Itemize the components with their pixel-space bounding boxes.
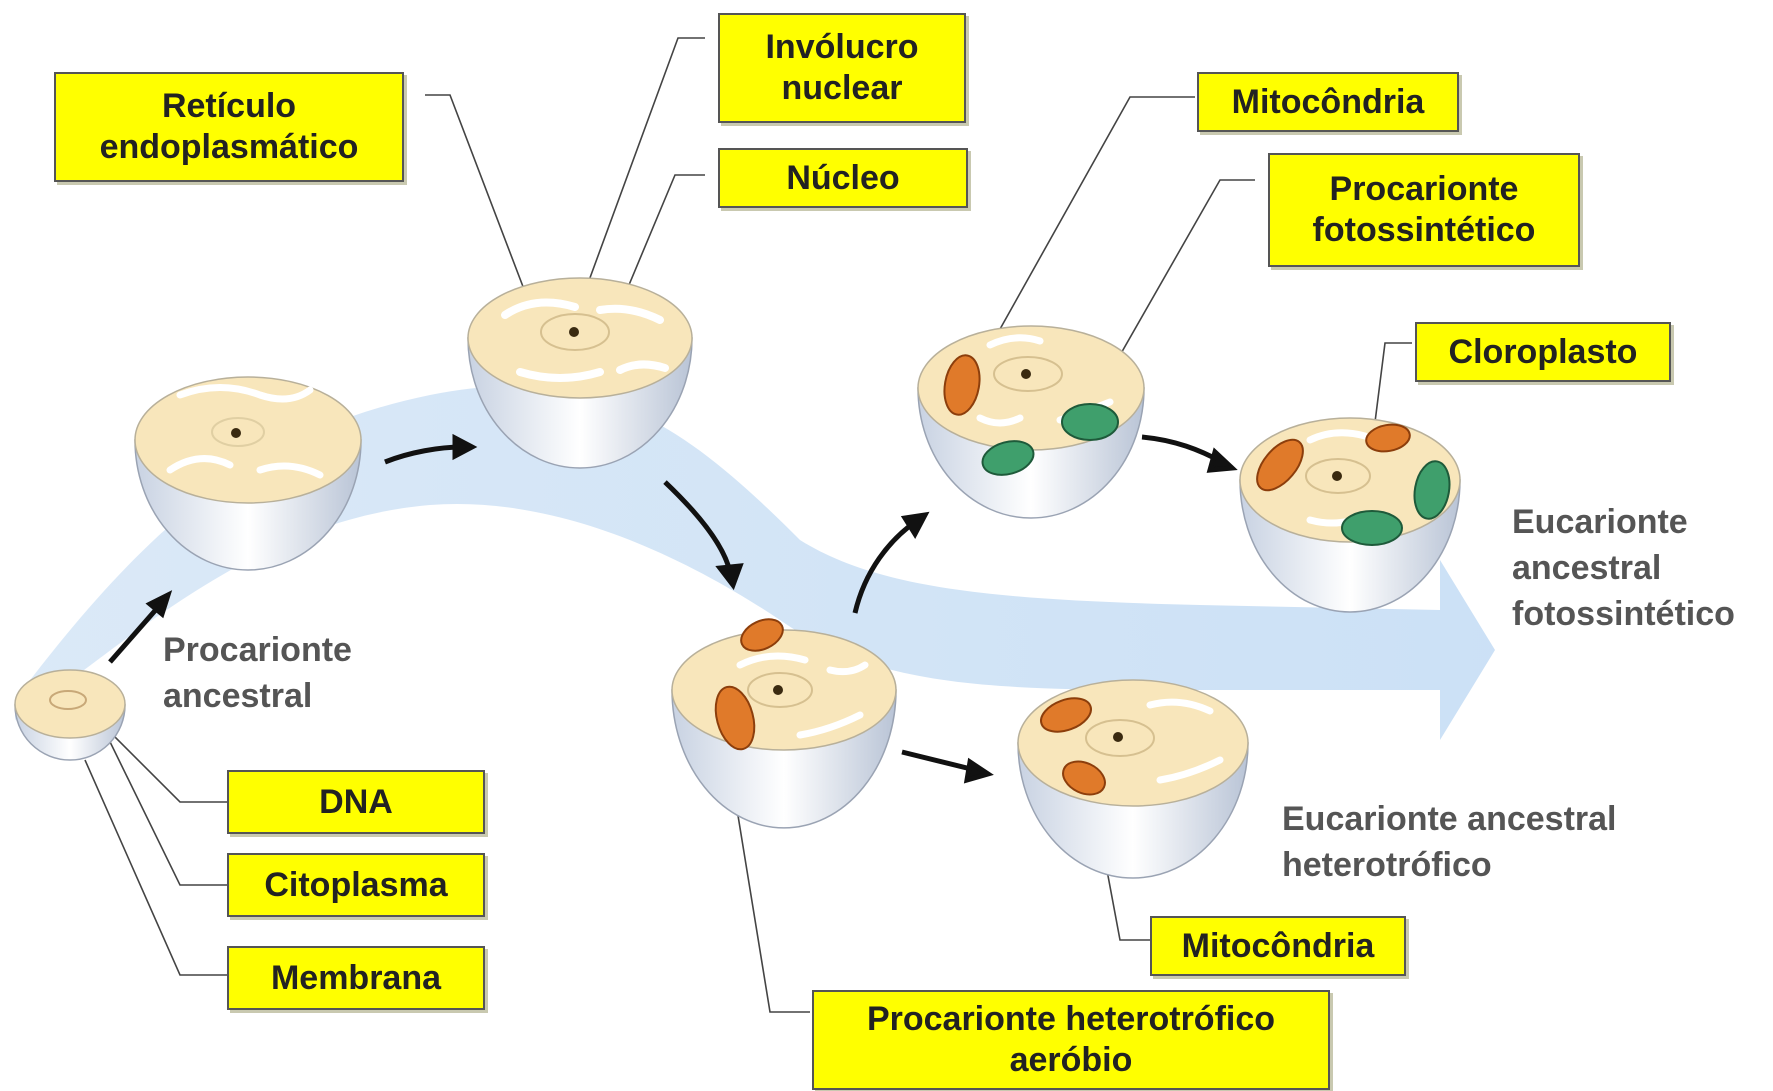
label-mitocondria-top: Mitocôndria xyxy=(1197,72,1459,132)
label-nucleo-text: Núcleo xyxy=(786,158,899,199)
leader-membrana xyxy=(85,760,227,975)
label-dna-text: DNA xyxy=(319,782,393,823)
label-cloroplasto-text: Cloroplasto xyxy=(1449,332,1638,373)
label-reticulo-line2: endoplasmático xyxy=(100,127,359,168)
arrow-5 xyxy=(1142,437,1222,462)
label-nucleo: Núcleo xyxy=(718,148,968,208)
caption-eucarionte-fotossintetico-line3: fotossintético xyxy=(1512,592,1735,638)
photosynthetic-prokaryote xyxy=(1062,404,1118,440)
leader-involucro xyxy=(580,38,705,305)
label-membrana-text: Membrana xyxy=(271,958,441,999)
label-reticulo-endoplasmatico: Retículo endoplasmático xyxy=(54,72,404,182)
caption-procarionte-ancestral-line2: ancestral xyxy=(163,674,352,720)
chloroplast xyxy=(1342,511,1402,545)
cell-eucarionte-fotossintetico xyxy=(1240,418,1460,612)
label-procarionte-heterotrofico-aerobio: Procarionte heterotrófico aeróbio xyxy=(812,990,1330,1090)
label-involucro-nuclear: Invólucro nuclear xyxy=(718,13,966,123)
label-reticulo-line1: Retículo xyxy=(162,86,296,127)
arrow-6 xyxy=(902,752,975,770)
label-cloroplasto: Cloroplasto xyxy=(1415,322,1671,382)
caption-procarionte-ancestral: Procarionte ancestral xyxy=(163,628,352,720)
caption-eucarionte-heterotrofico: Eucarionte ancestral heterotrófico xyxy=(1282,797,1616,889)
leader-reticulo xyxy=(425,95,530,305)
label-membrana: Membrana xyxy=(227,946,485,1010)
caption-eucarionte-heterotrofico-line2: heterotrófico xyxy=(1282,843,1616,889)
label-mitocondria-bottom-text: Mitocôndria xyxy=(1182,926,1375,967)
caption-procarionte-ancestral-line1: Procarionte xyxy=(163,628,352,674)
caption-eucarionte-fotossintetico-line1: Eucarionte xyxy=(1512,500,1735,546)
label-involucro-line2: nuclear xyxy=(782,68,903,109)
label-dna: DNA xyxy=(227,770,485,834)
cell-stage-4 xyxy=(918,326,1144,518)
label-procarionte-fotossintetico-line2: fotossintético xyxy=(1313,210,1536,251)
label-citoplasma-text: Citoplasma xyxy=(264,865,447,906)
cell-procarionte-ancestral xyxy=(15,670,125,760)
label-procarionte-fotossintetico: Procarionte fotossintético xyxy=(1268,153,1580,267)
label-procarionte-heterotrofico-line2: aeróbio xyxy=(1010,1040,1133,1081)
label-procarionte-fotossintetico-line1: Procarionte xyxy=(1330,169,1519,210)
label-citoplasma: Citoplasma xyxy=(227,853,485,917)
cell-eucarionte-heterotrofico xyxy=(1018,680,1248,878)
label-procarionte-heterotrofico-line1: Procarionte heterotrófico xyxy=(867,999,1275,1040)
caption-eucarionte-fotossintetico: Eucarionte ancestral fotossintético xyxy=(1512,500,1735,638)
label-involucro-line1: Invólucro xyxy=(765,27,918,68)
caption-eucarionte-heterotrofico-line1: Eucarionte ancestral xyxy=(1282,797,1616,843)
caption-eucarionte-fotossintetico-line2: ancestral xyxy=(1512,546,1735,592)
label-mitocondria-top-text: Mitocôndria xyxy=(1232,82,1425,123)
label-mitocondria-bottom: Mitocôndria xyxy=(1150,916,1406,976)
